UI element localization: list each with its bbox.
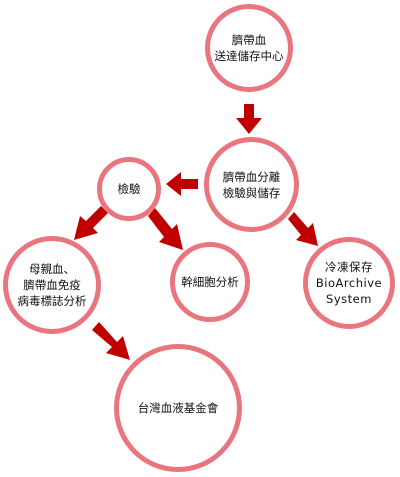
node-label-line: 檢驗 xyxy=(117,182,141,196)
node-frozen-storage: 冷凍保存 BioArchive System xyxy=(303,237,395,329)
arrow-down-right-icon xyxy=(288,212,318,246)
node-label-line: 母親血、 xyxy=(29,262,75,276)
node-cord-blood-delivery: 臍帶血 送達儲存中心 xyxy=(205,4,293,92)
node-testing: 檢驗 xyxy=(97,157,161,221)
node-label-line: 幹細胞分析 xyxy=(181,275,239,289)
node-label-line: 臍帶血 xyxy=(231,33,267,47)
arrow-down-right-icon xyxy=(92,322,130,360)
node-label-line: BioArchive xyxy=(315,276,383,290)
arrow-down-icon xyxy=(236,104,262,134)
node-separation-testing-storage: 臍帶血分離 檢驗與儲存 xyxy=(204,137,299,232)
node-label-line: 檢驗與儲存 xyxy=(222,185,281,200)
node-label-line: 臍帶血免疫 xyxy=(23,278,81,292)
node-label-line: System xyxy=(326,292,372,306)
arrow-left-icon xyxy=(166,172,198,196)
node-label-line: 臍帶血分離 xyxy=(222,169,281,184)
node-label-line: 冷凍保存 xyxy=(325,260,373,274)
node-virus-marker-analysis: 母親血、 臍帶血免疫 病毒標誌分析 xyxy=(3,236,101,334)
node-label-line: 送達儲存中心 xyxy=(214,49,284,63)
node-stem-cell-analysis: 幹細胞分析 xyxy=(170,242,250,322)
node-label-line: 病毒標誌分析 xyxy=(17,294,87,308)
node-blood-foundation: 台灣血液基金會 xyxy=(114,344,242,472)
arrow-down-left-icon xyxy=(74,206,108,240)
node-label-line: 台灣血液基金會 xyxy=(137,401,219,415)
arrow-down-right-icon xyxy=(148,208,183,250)
